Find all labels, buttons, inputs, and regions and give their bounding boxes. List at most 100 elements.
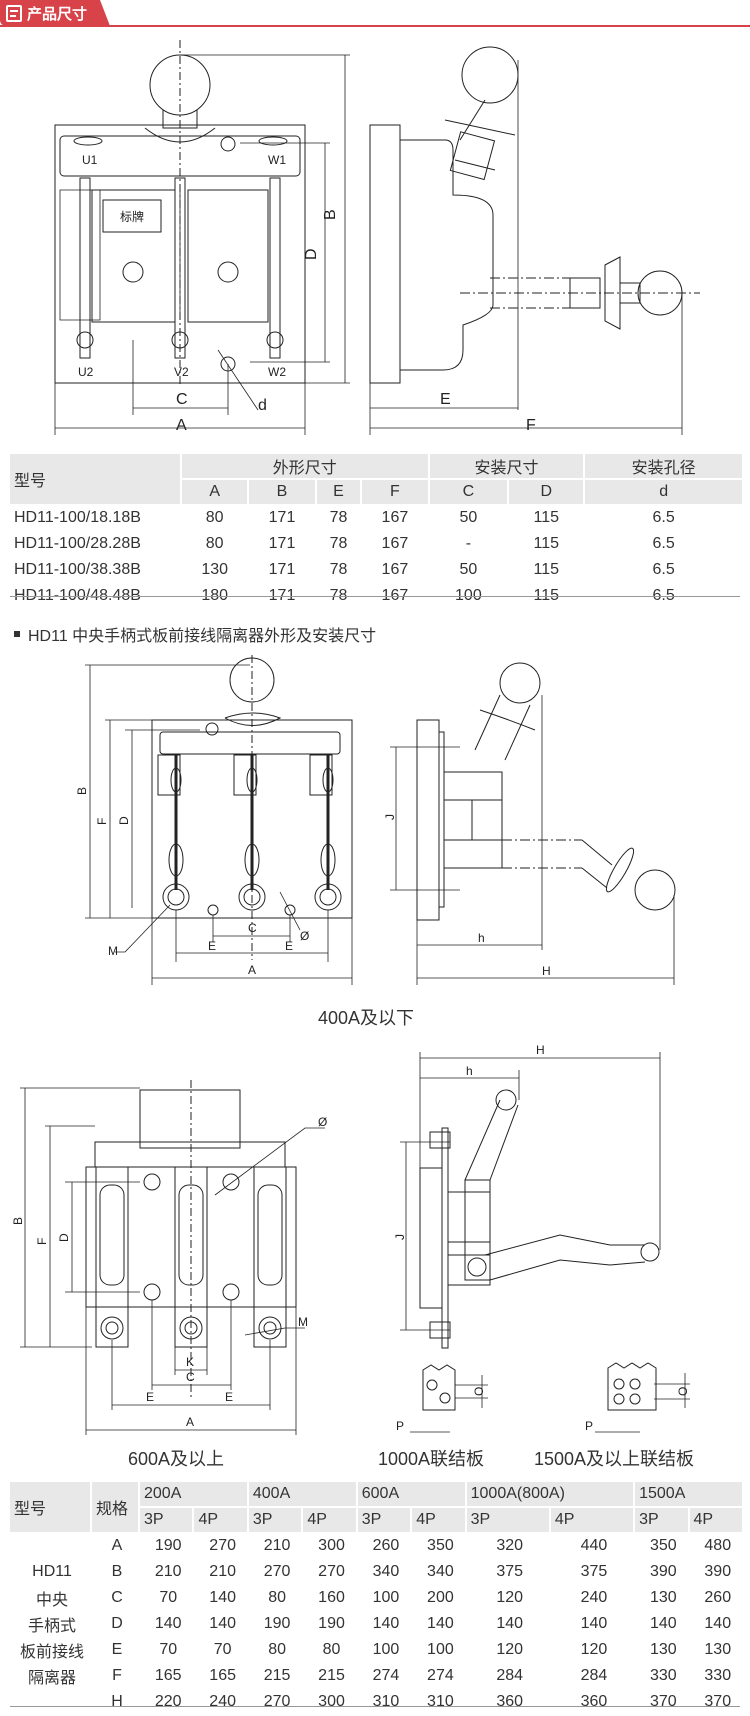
table2-cell: 270 bbox=[263, 1693, 291, 1710]
d3-dim-f: F bbox=[35, 1238, 49, 1245]
d3-dim-m: M bbox=[298, 1315, 308, 1329]
d3-dim-d: D bbox=[57, 1233, 71, 1242]
label-u1: U1 bbox=[82, 153, 98, 167]
table2-subheader: 3P bbox=[357, 1508, 411, 1532]
d3-dim-phi: Ø bbox=[318, 1115, 327, 1129]
table1-col-d: D bbox=[509, 480, 584, 504]
table1-cell: 167 bbox=[381, 561, 409, 578]
table1-cell-model: HD11-100/38.38B bbox=[14, 561, 141, 578]
screw-left bbox=[123, 262, 143, 282]
table2-cell: 330 bbox=[704, 1667, 732, 1684]
side-base bbox=[370, 125, 400, 383]
table2-cell: 350 bbox=[427, 1537, 454, 1554]
section2-title: HD11 中央手柄式板前接线隔离器外形及安装尺寸 bbox=[14, 622, 376, 646]
table2-cell: 284 bbox=[496, 1667, 524, 1684]
table2-cell: 140 bbox=[372, 1615, 400, 1632]
table1-cell: 167 bbox=[381, 587, 409, 604]
d3-dim-h-small: h bbox=[466, 1064, 473, 1078]
table2-cell: 270 bbox=[318, 1563, 345, 1580]
table2-cell: 260 bbox=[372, 1537, 400, 1554]
dim-c: C bbox=[176, 391, 188, 408]
table1-cell: 100 bbox=[455, 587, 482, 604]
table1-col-f: F bbox=[362, 480, 428, 504]
d2-dim-e2: E bbox=[285, 939, 293, 953]
table2-cell: 140 bbox=[427, 1615, 454, 1632]
table1-col-c: C bbox=[429, 480, 508, 504]
table2-cell: 260 bbox=[704, 1589, 732, 1606]
link-plate-1000a: O P bbox=[396, 1365, 488, 1433]
table2-subheader: 4P bbox=[412, 1508, 465, 1532]
d2-dim-phi: Ø bbox=[300, 929, 309, 943]
table1-col-e: E bbox=[316, 480, 361, 504]
table2-cell: 310 bbox=[427, 1693, 454, 1710]
table2-cell-model: 板前接线 bbox=[19, 1644, 84, 1661]
link2-dim-p: P bbox=[585, 1419, 593, 1433]
table2-cell: 210 bbox=[263, 1537, 291, 1554]
table1-cell: 78 bbox=[329, 587, 348, 604]
table2-cell-model: 手柄式 bbox=[27, 1618, 76, 1635]
d2-dim-h-big: H bbox=[542, 964, 551, 978]
dim-f: F bbox=[526, 417, 536, 434]
table2-cell-model: HD11 bbox=[32, 1563, 72, 1580]
header-title: 产品尺寸 bbox=[27, 5, 88, 23]
table2-cell: 284 bbox=[580, 1667, 608, 1684]
table2-cell: 165 bbox=[154, 1667, 182, 1684]
table2-cell: 210 bbox=[209, 1563, 236, 1580]
table2-subheader: 4P bbox=[194, 1508, 247, 1532]
table1-cell-model: HD11-100/28.28B bbox=[14, 535, 141, 552]
table1-col-hole: d bbox=[585, 480, 742, 504]
table1-cell: 78 bbox=[329, 535, 348, 552]
table2-cell-model bbox=[10, 1534, 90, 1558]
table2-cell: 220 bbox=[154, 1693, 182, 1710]
table2-cell: 70 bbox=[159, 1589, 178, 1606]
table2-cell: 190 bbox=[263, 1615, 291, 1632]
table2-cell: 100 bbox=[427, 1641, 454, 1658]
side-handle-knob-up bbox=[462, 47, 518, 103]
table2-cell: 140 bbox=[580, 1615, 608, 1632]
drawing2-front-view: B F D C E E A M Ø bbox=[75, 650, 390, 990]
table1-cell: 78 bbox=[329, 561, 348, 578]
table2-subheader: 4P bbox=[303, 1508, 356, 1532]
terminal-u1 bbox=[74, 137, 102, 145]
link-plate-1500a: O P bbox=[585, 1363, 690, 1433]
table1-cell: 80 bbox=[205, 509, 224, 526]
section-header: 产品尺寸 bbox=[0, 0, 750, 28]
table2-cell: 240 bbox=[209, 1693, 236, 1710]
table1-header-model: 型号 bbox=[10, 454, 180, 504]
table2-cell: 340 bbox=[427, 1563, 454, 1580]
table2-cell-spec: F bbox=[112, 1667, 122, 1684]
mount-hole-top bbox=[221, 137, 235, 151]
table2-cell: 190 bbox=[318, 1615, 345, 1632]
d3-dim-e1: E bbox=[146, 1390, 154, 1404]
table2-cell: 390 bbox=[649, 1563, 677, 1580]
d2-dim-j: J bbox=[383, 814, 397, 820]
d3-dim-k: K bbox=[186, 1355, 194, 1369]
table1-cell: 180 bbox=[201, 587, 229, 604]
table2-cell-model bbox=[10, 1690, 90, 1714]
dim-b: B bbox=[322, 209, 339, 220]
label-w2: W2 bbox=[268, 365, 286, 379]
caption-400a: 400A及以下 bbox=[318, 1008, 415, 1028]
bullet-icon bbox=[14, 631, 20, 637]
table1-cell: - bbox=[465, 535, 472, 552]
table2-cell-spec: B bbox=[111, 1563, 123, 1580]
table2-cell: 340 bbox=[372, 1563, 400, 1580]
label-v2: V2 bbox=[174, 365, 189, 379]
table2-cell-model: 中央 bbox=[35, 1592, 68, 1609]
table2-cell-spec: E bbox=[111, 1641, 123, 1658]
table2-header-model: 型号 bbox=[10, 1482, 90, 1532]
table2-cell: 130 bbox=[649, 1641, 677, 1658]
table2-cell: 140 bbox=[649, 1615, 677, 1632]
table1-col-b: B bbox=[249, 480, 315, 504]
table1-cell: 50 bbox=[459, 561, 478, 578]
dim-d-hole: d bbox=[258, 397, 267, 414]
table2-cell: 80 bbox=[268, 1589, 286, 1606]
table2-group: 1500A bbox=[635, 1482, 742, 1506]
table1-cell-model: HD11-100/18.18B bbox=[14, 509, 141, 526]
nameplate-label: 标牌 bbox=[120, 210, 144, 224]
